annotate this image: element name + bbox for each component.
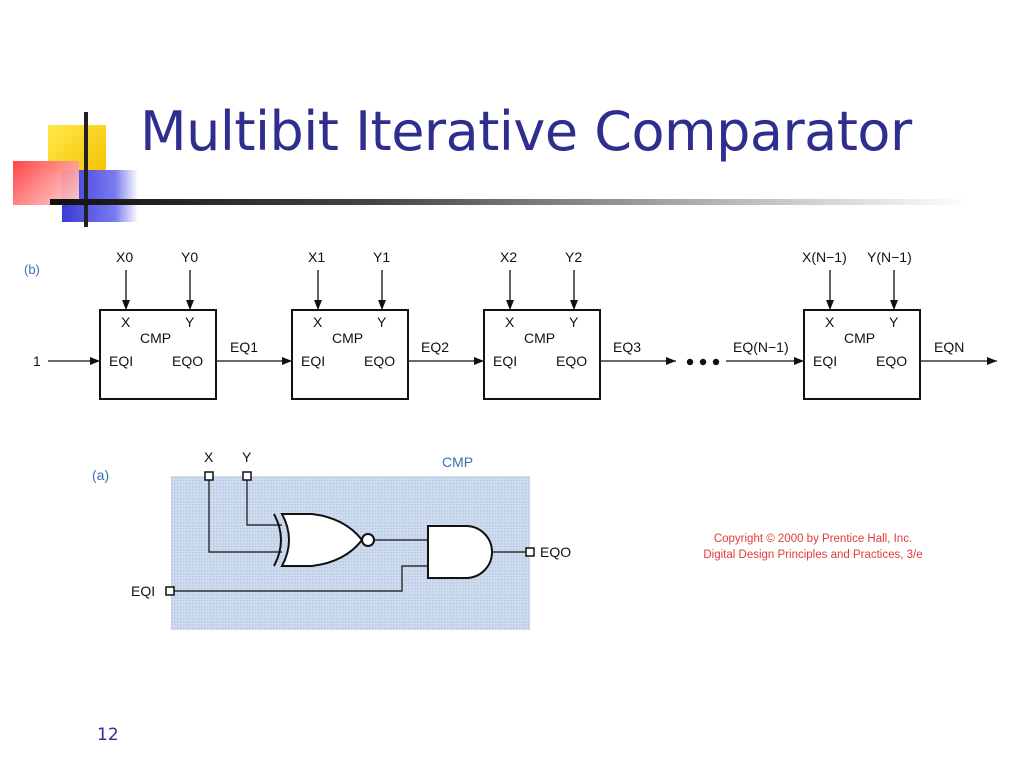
copyright-note: Copyright © 2000 by Prentice Hall, Inc. …	[688, 531, 938, 563]
stage-last-box	[803, 309, 921, 400]
stage-last-pin-x: X	[825, 314, 835, 330]
stage-0-y-label: Y0	[181, 249, 198, 265]
arrowhead	[570, 300, 578, 310]
arrowhead	[666, 357, 676, 365]
input-eqi-label: EQI	[131, 583, 155, 599]
stage-1-pin-in: EQI	[301, 353, 325, 369]
output-eqo-pin	[525, 547, 535, 557]
arrowhead	[890, 300, 898, 310]
y-wire	[246, 480, 282, 526]
stage-1-name: CMP	[332, 330, 363, 346]
cmp-stage-0: X0 Y0 X Y CMP EQI EQO	[99, 249, 217, 400]
stage-0-pin-x: X	[121, 314, 131, 330]
input-y-label: Y	[242, 449, 252, 465]
eq1-label: EQ1	[230, 339, 258, 355]
stage-2-box	[483, 309, 601, 400]
eqn-label: EQN	[934, 339, 964, 355]
arrowhead	[378, 300, 386, 310]
input-eqi-pin	[165, 586, 175, 596]
stage-0-name: CMP	[140, 330, 171, 346]
eq2-label: EQ2	[421, 339, 449, 355]
stage-last-pin-out: EQO	[876, 353, 907, 369]
copyright-line-2: Digital Design Principles and Practices,…	[703, 549, 923, 561]
stage-2-pin-out: EQO	[556, 353, 587, 369]
stage-2-y-label: Y2	[565, 249, 582, 265]
stage-0-box	[99, 309, 217, 400]
xnor-gate	[273, 513, 375, 567]
arrowhead	[186, 300, 194, 310]
cmp-stage-2: X2 Y2 X Y CMP EQI EQO	[483, 249, 601, 400]
cmp-block-label: CMP	[442, 454, 473, 470]
input-one-label: 1	[33, 353, 41, 369]
stage-last-pin-in: EQI	[813, 353, 837, 369]
stage-1-pin-y: Y	[377, 314, 387, 330]
cmp-stage-1: X1 Y1 X Y CMP EQI EQO	[291, 249, 409, 400]
x-wire	[208, 480, 282, 553]
stage-2-name: CMP	[524, 330, 555, 346]
stage-2-x-label: X2	[500, 249, 517, 265]
stage-last-pin-y: Y	[889, 314, 899, 330]
arrowhead	[987, 357, 997, 365]
stage-last-y-label: Y(N−1)	[867, 249, 912, 265]
stage-2-pin-y: Y	[569, 314, 579, 330]
stage-0-x-label: X0	[116, 249, 133, 265]
stage-1-y-label: Y1	[373, 249, 390, 265]
stage-0-pin-in: EQI	[109, 353, 133, 369]
diagram-a-tag: (a)	[92, 467, 109, 483]
stage-last-name: CMP	[844, 330, 875, 346]
stage-0-pin-out: EQO	[172, 353, 203, 369]
stage-2-pin-x: X	[505, 314, 515, 330]
stage-2-pin-in: EQI	[493, 353, 517, 369]
page-title: Multibit Iterative Comparator	[140, 100, 912, 163]
arrowhead	[506, 300, 514, 310]
cmp-logic-diagram: (a) CMP X Y EQO EQI	[92, 449, 571, 630]
input-x-pin	[204, 471, 214, 481]
input-x-label: X	[204, 449, 214, 465]
output-eqo-label: EQO	[540, 544, 571, 560]
input-y-pin	[242, 471, 252, 481]
and-gate	[427, 525, 493, 579]
stage-1-pin-out: EQO	[364, 353, 395, 369]
stage-last-x-label: X(N−1)	[802, 249, 847, 265]
stage-0-pin-y: Y	[185, 314, 195, 330]
corner-red-square	[13, 161, 79, 205]
page-number: 12	[97, 725, 119, 745]
iterative-comparator-diagram: (b) 1 X0 Y0 X Y CMP EQI EQO EQ1 X1 Y1 X …	[24, 249, 997, 400]
arrowhead	[474, 357, 484, 365]
eq3-label: EQ3	[613, 339, 641, 355]
title-underline	[50, 199, 970, 205]
arrowhead	[794, 357, 804, 365]
ellipsis-dots	[686, 358, 720, 366]
arrowhead	[122, 300, 130, 310]
corner-vertical-line	[84, 112, 88, 227]
arrowhead	[282, 357, 292, 365]
stage-1-pin-x: X	[313, 314, 323, 330]
stage-1-x-label: X1	[308, 249, 325, 265]
eqi-wire	[174, 565, 428, 592]
eqn-minus-1-label: EQ(N−1)	[733, 339, 789, 355]
stage-1-box	[291, 309, 409, 400]
arrowhead	[90, 357, 100, 365]
arrowhead	[826, 300, 834, 310]
copyright-line-1: Copyright © 2000 by Prentice Hall, Inc.	[713, 533, 913, 545]
diagram-b-tag: (b)	[24, 262, 40, 277]
cmp-stage-last: X(N−1) Y(N−1) X Y CMP EQI EQO	[802, 249, 921, 400]
arrowhead	[314, 300, 322, 310]
